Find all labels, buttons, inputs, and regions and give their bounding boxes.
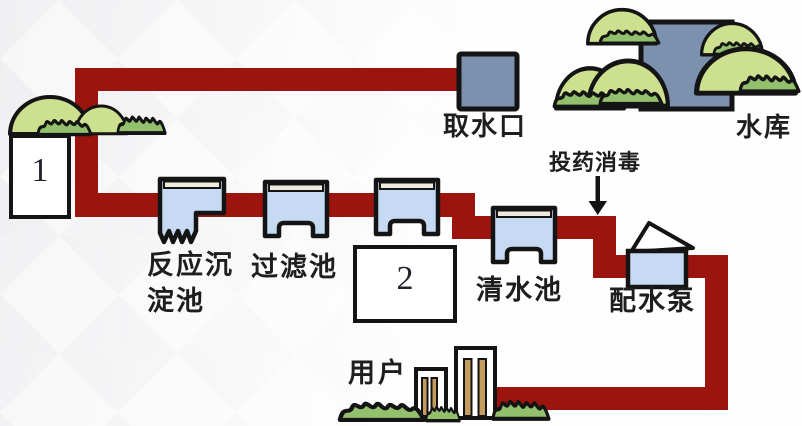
water-intake-icon xyxy=(456,51,520,112)
dosing-label: 投药消毒 xyxy=(549,150,642,175)
pipe-right-vertical xyxy=(705,255,728,410)
sedimentation-label-line2: 淀池 xyxy=(147,286,205,316)
sedimentation-label-line1: 反应沉 xyxy=(147,250,234,280)
reservoir-label: 水库 xyxy=(736,112,793,142)
pipe-bottom-horizontal xyxy=(478,387,728,410)
filter-tank-icon xyxy=(262,179,330,239)
pump-icon xyxy=(625,221,695,290)
intake-label: 取水口 xyxy=(443,111,528,141)
reservoir-icon xyxy=(552,7,801,112)
blank-box-1 xyxy=(9,134,71,219)
clear-water-tank-icon xyxy=(490,205,558,265)
dosing-arrow-icon xyxy=(588,176,607,215)
blank1-number: 1 xyxy=(31,152,49,189)
unlabeled-tank-icon xyxy=(373,177,441,237)
filter-label: 过滤池 xyxy=(251,252,338,282)
blank-box-2 xyxy=(353,245,457,323)
users-label: 用户 xyxy=(348,358,408,388)
pump-label: 配水泵 xyxy=(609,286,696,316)
grass-icon xyxy=(340,404,424,420)
users-buildings-icon xyxy=(340,346,549,423)
clear-water-label: 清水池 xyxy=(476,275,563,305)
pipe-top-horizontal xyxy=(75,68,461,91)
sedimentation-tank-icon xyxy=(157,176,227,245)
building-icon xyxy=(454,346,497,420)
pipe-left-vertical xyxy=(75,68,98,217)
blank2-number: 2 xyxy=(396,260,414,297)
